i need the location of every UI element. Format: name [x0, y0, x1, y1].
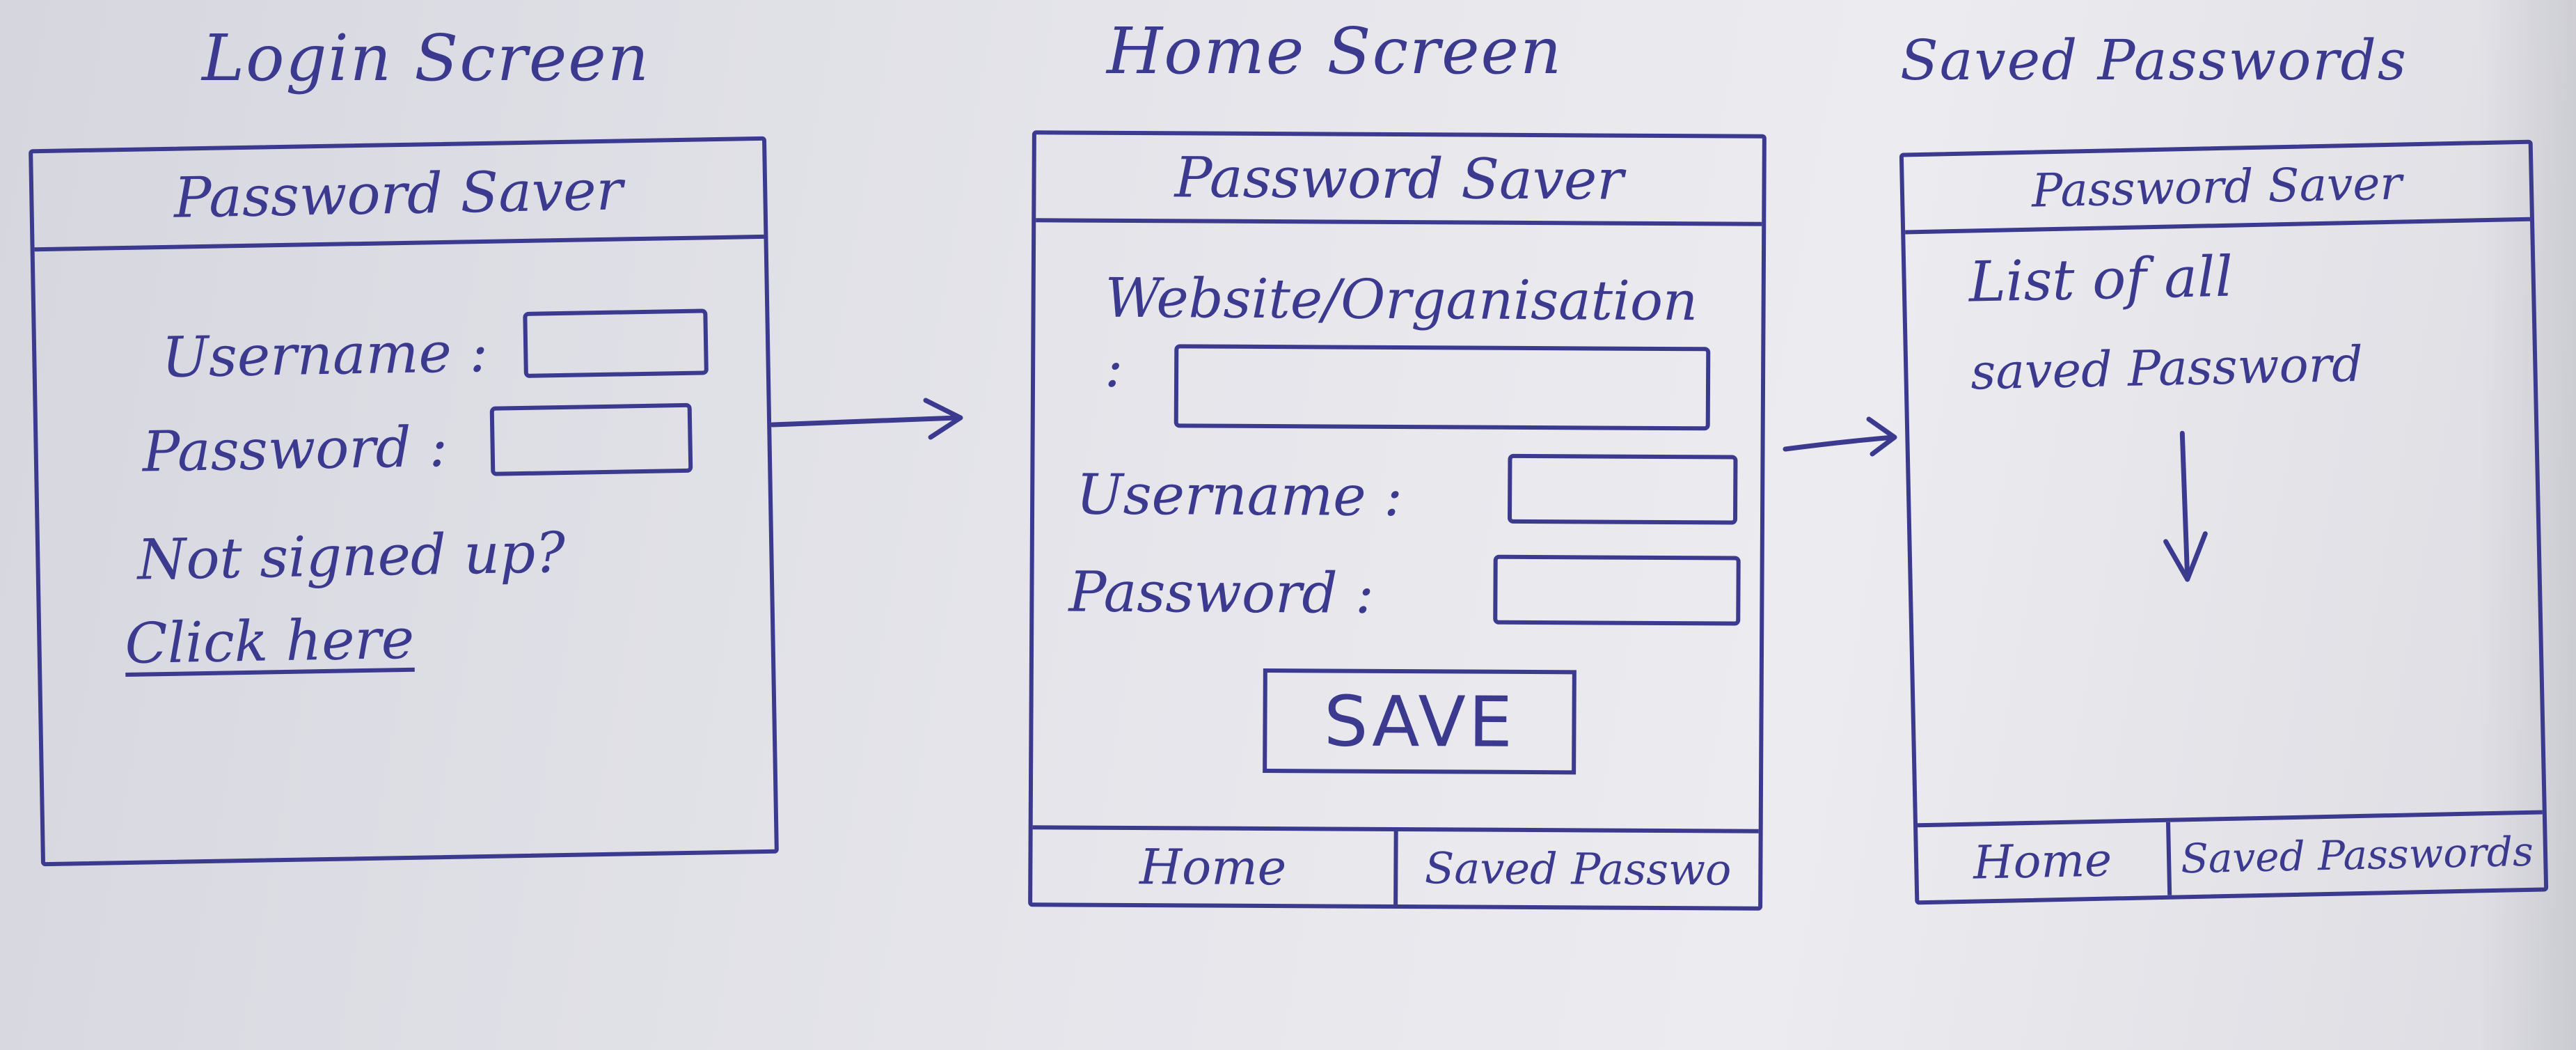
nav-saved-passwords[interactable]: Saved Passwo: [1393, 831, 1759, 907]
app-header: Password Saver: [1036, 134, 1762, 226]
bottom-nav: Home Saved Passwo: [1032, 825, 1759, 907]
flow-arrow-icon: [770, 398, 963, 440]
login-screen: Password Saver Username : Password : Not…: [29, 136, 779, 867]
save-button[interactable]: SAVE: [1263, 668, 1577, 775]
paper-edge-shadow: [2479, 0, 2576, 1050]
website-label: Website/Organisation: [1105, 267, 1698, 334]
bottom-nav: Home Saved Passwords: [1917, 810, 2545, 901]
home-screen-title: Home Screen: [1107, 14, 1563, 88]
nav-saved-passwords[interactable]: Saved Passwords: [2165, 814, 2545, 895]
login-screen-title: Login Screen: [202, 21, 650, 95]
signup-prompt: Not signed up?: [136, 519, 566, 593]
list-description-line2: saved Password: [1970, 335, 2364, 401]
username-field[interactable]: [1507, 453, 1738, 525]
username-field[interactable]: [523, 308, 709, 378]
nav-home[interactable]: Home: [1973, 833, 2112, 890]
website-colon: :: [1104, 336, 1123, 400]
password-label: Password :: [141, 414, 448, 485]
scroll-down-arrow-icon: [2163, 430, 2208, 582]
password-field[interactable]: [1493, 554, 1741, 626]
nav-home[interactable]: Home: [1139, 838, 1287, 896]
flow-arrow-icon: [1783, 416, 1897, 457]
website-field[interactable]: [1174, 344, 1711, 431]
username-label: Username :: [1075, 462, 1403, 529]
saved-passwords-screen: Password Saver List of all saved Passwor…: [1899, 139, 2549, 905]
saved-screen-title: Saved Passwords: [1900, 28, 2408, 93]
signup-link[interactable]: Click here: [124, 606, 415, 677]
list-description-line1: List of all: [1968, 244, 2234, 315]
app-header: Password Saver: [33, 140, 764, 252]
app-header: Password Saver: [1903, 143, 2531, 235]
password-label: Password :: [1068, 559, 1375, 626]
home-screen: Password Saver Website/Organisation : Us…: [1028, 130, 1767, 911]
password-field[interactable]: [489, 402, 693, 476]
username-label: Username :: [161, 319, 489, 391]
